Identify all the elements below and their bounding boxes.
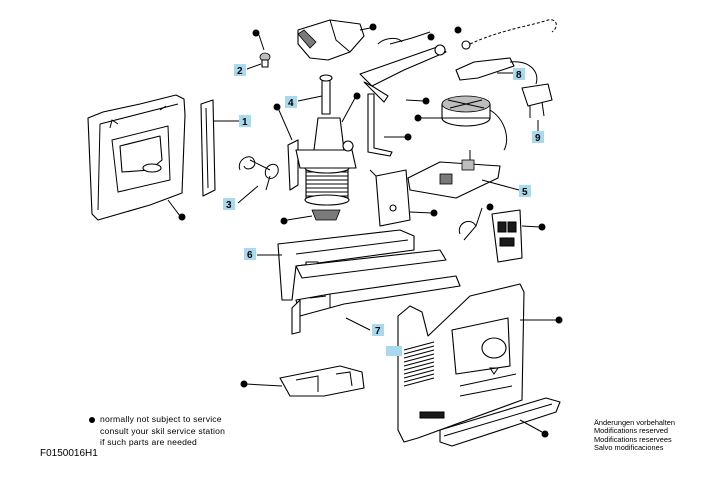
modifications-line-de: Änderungen vorbehalten [594,418,675,427]
callout-5: 5 [519,185,531,198]
service-bullet-icon [89,416,95,423]
trigger-lever [359,31,447,103]
trigger [297,19,365,61]
svg-text:7: 7 [375,326,381,337]
service-legend: normally not subject to service consult … [89,414,225,449]
part-4-plunger [319,74,333,115]
right-housing-half [397,283,525,443]
power-cord [455,19,557,118]
legend-line-3: if such parts are needed [100,437,198,447]
svg-text:5: 5 [522,187,528,198]
callout-1: 1 [239,115,251,128]
coil-assembly [287,117,357,206]
callout-9: 9 [532,131,544,144]
part-5-circuit-board [407,150,501,199]
left-housing-half [87,94,186,221]
part-6-magazine-rail [277,229,447,301]
staple-guide [279,365,365,397]
switch-rod [367,93,393,157]
reference-code: F0150016H1 [40,448,98,459]
callout-6: 6 [244,248,256,261]
part-3-spring [238,156,279,191]
svg-text:9: 9 [535,133,541,144]
base-foot [439,397,561,447]
svg-text:2: 2 [237,66,243,77]
svg-text:3: 3 [226,200,232,211]
svg-text:8: 8 [516,70,522,81]
callout-3: 3 [223,198,235,211]
vent-grille [403,341,435,387]
callout-7: 7 [372,324,384,337]
leader-dot [178,213,186,221]
legend-line-1: normally not subject to service [89,414,225,426]
mounting-bracket [369,169,411,227]
callout-8: 8 [513,68,525,81]
svg-text:1: 1 [242,117,248,128]
svg-text:4: 4 [288,98,294,109]
legend-line-2: consult your skil service station [100,425,226,436]
modifications-line-en: Modifications reserved [594,426,668,436]
callout-2: 2 [234,64,246,77]
modifications-line-fr: Modifications reservees [594,434,672,444]
svg-text:6: 6 [247,250,253,261]
part-2-screw [259,52,271,68]
coil-cap [311,209,341,221]
switch-module [491,209,523,263]
part-1-strip [200,99,216,197]
modifications-notice: Änderungen vorbehalten Modifications res… [594,418,675,452]
part-7-pusher-rail [291,275,461,335]
modifications-line-es: Salvo modificaciones [594,442,664,452]
control-dial [441,95,508,151]
spring-clip [458,207,483,241]
callout-4: 4 [285,96,297,109]
